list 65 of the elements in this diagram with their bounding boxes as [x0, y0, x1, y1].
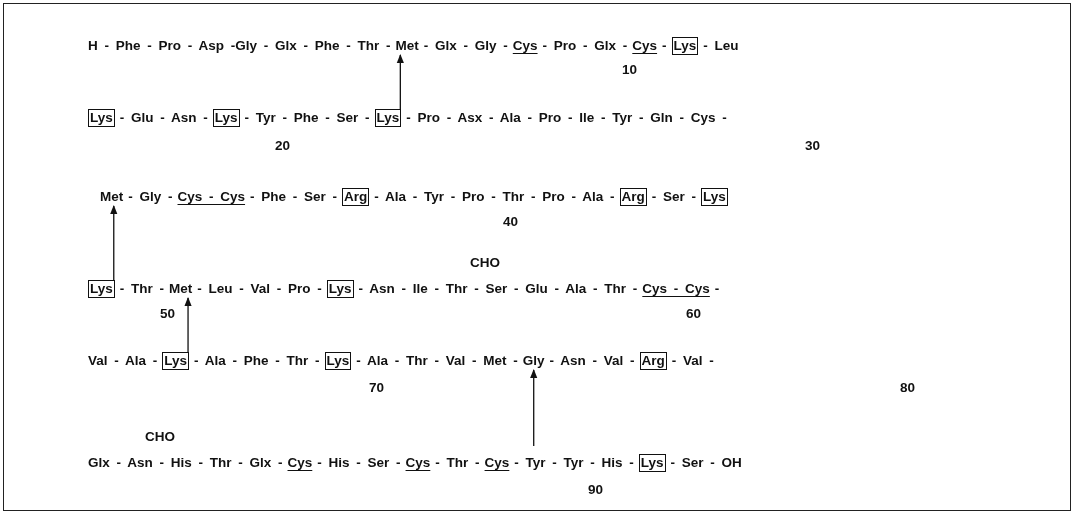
residue-number: 50 [160, 306, 176, 322]
sequence-text: - Pro - Glx - [542, 38, 628, 54]
residue-number: 30 [805, 138, 821, 154]
carbohydrate-label: CHO [145, 429, 175, 445]
residue-box: Lys [326, 280, 354, 298]
sequence-text: - Gly - [128, 189, 173, 205]
sequence-text: - Asn - Val - [549, 353, 635, 369]
arrow [184, 297, 192, 353]
residue-box: Lys [671, 37, 699, 55]
residue-label: Met [395, 38, 419, 54]
sequence-text: - [714, 281, 720, 297]
sequence-text: - Ser - [651, 189, 697, 205]
residue-number: 80 [900, 380, 916, 396]
sequence-text: - His - Ser - [317, 455, 401, 471]
residue-box: Arg [619, 188, 647, 206]
sequence-text: - Tyr - Phe - Ser - [244, 110, 370, 126]
sequence-text: - Ser - OH [670, 455, 742, 471]
sequence-text: Cys - Cys [642, 281, 710, 297]
residue-number: 10 [622, 62, 638, 78]
residue-box: Lys [638, 454, 666, 472]
sequence-text: Cys - Cys [177, 189, 246, 205]
arrow [530, 369, 538, 447]
sequence-text: - Glu - Asn - [119, 110, 208, 126]
sequence-text: - Thr - [435, 455, 480, 471]
residue-box: Lys [162, 352, 190, 370]
sequence-text: Cys [405, 455, 431, 471]
sequence-text: - Ala - Tyr - Pro - Thr - Pro - Ala - [374, 189, 615, 205]
residue-box: Arg [342, 188, 370, 206]
sequence-text: H - Phe - Pro - Asp -Gly - Glx - Phe - Thr - [88, 38, 391, 54]
sequence-text: - Glx - Gly - [423, 38, 508, 54]
residue-box: Lys [374, 109, 402, 127]
sequence-text: - Leu - Val - Pro - [197, 281, 322, 297]
sequence-text: - Ala - Phe - Thr - [194, 353, 320, 369]
residue-number: 20 [275, 138, 291, 154]
sequence-text: Val - Ala - [88, 353, 158, 369]
sequence-text: - Thr - [119, 281, 164, 297]
sequence-text: - Val - [671, 353, 714, 369]
residue-number: 40 [503, 214, 519, 230]
residue-box: Lys [88, 109, 115, 127]
carbohydrate-label: CHO [470, 255, 500, 271]
sequence-text: - Phe - Ser - [250, 189, 338, 205]
arrow [396, 54, 404, 110]
sequence-text: Cys [484, 455, 510, 471]
sequence-text: - Ala - Thr - Val - Met - [356, 353, 518, 369]
sequence-text: Cys [287, 455, 313, 471]
residue-label: Met [100, 189, 124, 205]
sequence-text: - Pro - Asx - Ala - Pro - Ile - Tyr - Gln - Cys - [406, 110, 727, 126]
sequence-text: Glx - Asn - His - Thr - Glx - [88, 455, 283, 471]
residue-box: Lys [324, 352, 352, 370]
residue-number: 90 [588, 482, 604, 498]
residue-box: Arg [639, 352, 667, 370]
sequence-text: Cys [512, 38, 538, 54]
residue-box: Lys [88, 280, 115, 298]
residue-box: Lys [701, 188, 728, 206]
sequence-text: - Tyr - Tyr - His - [514, 455, 634, 471]
sequence-text: - Leu [703, 38, 739, 54]
residue-number: 60 [686, 306, 702, 322]
arrow [110, 205, 118, 281]
residue-number: 70 [369, 380, 385, 396]
sequence-text: - Asn - Ile - Thr - Ser - Glu - Ala - Thr - [358, 281, 638, 297]
residue-label: Met [169, 281, 193, 297]
sequence-text: Cys [632, 38, 658, 54]
residue-label: Gly [522, 353, 545, 369]
sequence-text: - [662, 38, 667, 54]
residue-box: Lys [212, 109, 240, 127]
